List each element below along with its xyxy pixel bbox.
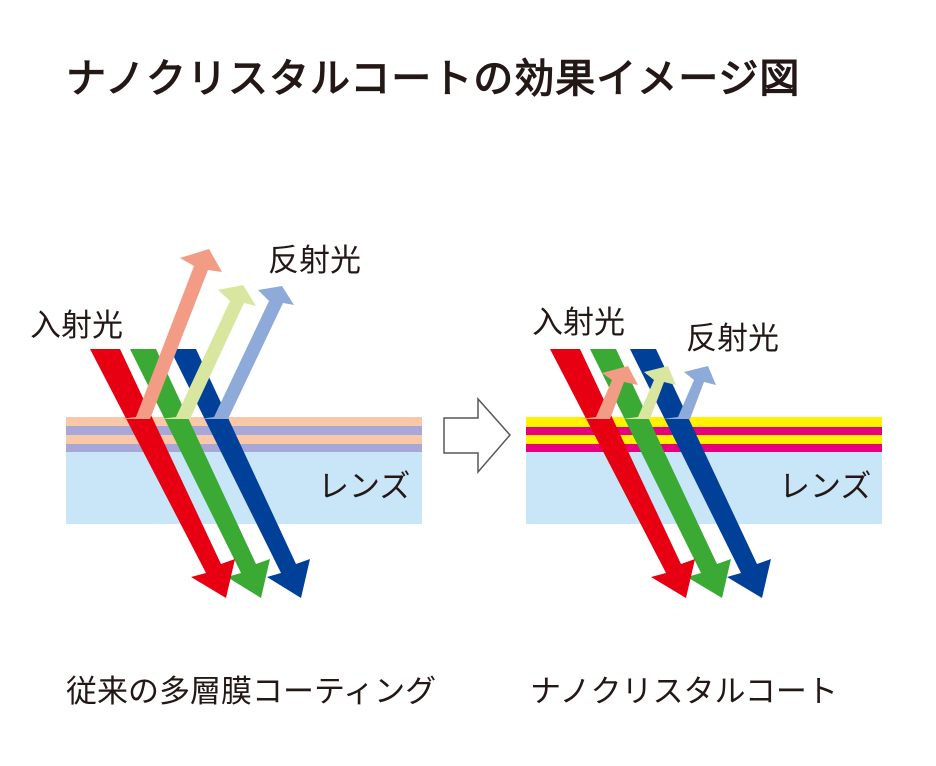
coating-layer-left-3: [66, 435, 422, 444]
reflected-rays-right: [580, 366, 716, 419]
right-outline-arrow-icon: [443, 397, 511, 475]
lens-label-right: レンズ: [779, 469, 871, 505]
lens-label-left: レンズ: [318, 469, 410, 505]
caption-conventional: 従来の多層膜コーティング: [66, 674, 437, 710]
coating-layer-right-4: [526, 444, 882, 452]
coating-layer-left-2: [66, 426, 422, 435]
coating-layer-right-1: [526, 417, 882, 427]
incident-ray-green: [130, 349, 270, 598]
reflected-ray-blue: [662, 366, 716, 419]
reflected-ray-green: [160, 285, 256, 419]
right-panel: 入射光 反射光 レンズ: [526, 305, 882, 598]
incident-label-left: 入射光: [30, 308, 123, 344]
reflected-label-right: 反射光: [686, 321, 779, 357]
page-title: ナノクリスタルコートの効果イメージ図: [66, 56, 801, 102]
reflected-rays-left: [120, 249, 294, 419]
left-panel: 入射光 反射光 レンズ: [30, 243, 422, 598]
reflected-ray-red: [580, 366, 638, 419]
reflected-label-left: 反射光: [268, 243, 361, 279]
coating-layer-right-2: [526, 427, 882, 435]
caption-nano-crystal: ナノクリスタルコート: [530, 674, 838, 710]
coating-layer-left-1: [66, 417, 422, 426]
incident-ray-green: [590, 349, 731, 598]
incident-ray-red: [90, 349, 235, 598]
incident-ray-blue: [170, 349, 310, 598]
incident-rays-left: [90, 349, 310, 598]
incident-label-right: 入射光: [532, 305, 625, 341]
coating-layer-left-4: [66, 444, 422, 452]
coating-layer-right-3: [526, 435, 882, 444]
incident-ray-red: [550, 349, 695, 598]
incident-rays-right: [550, 349, 771, 598]
reflected-ray-green: [622, 366, 676, 419]
reflected-ray-red: [120, 249, 222, 419]
reflected-ray-blue: [200, 286, 294, 419]
incident-ray-blue: [630, 349, 771, 598]
